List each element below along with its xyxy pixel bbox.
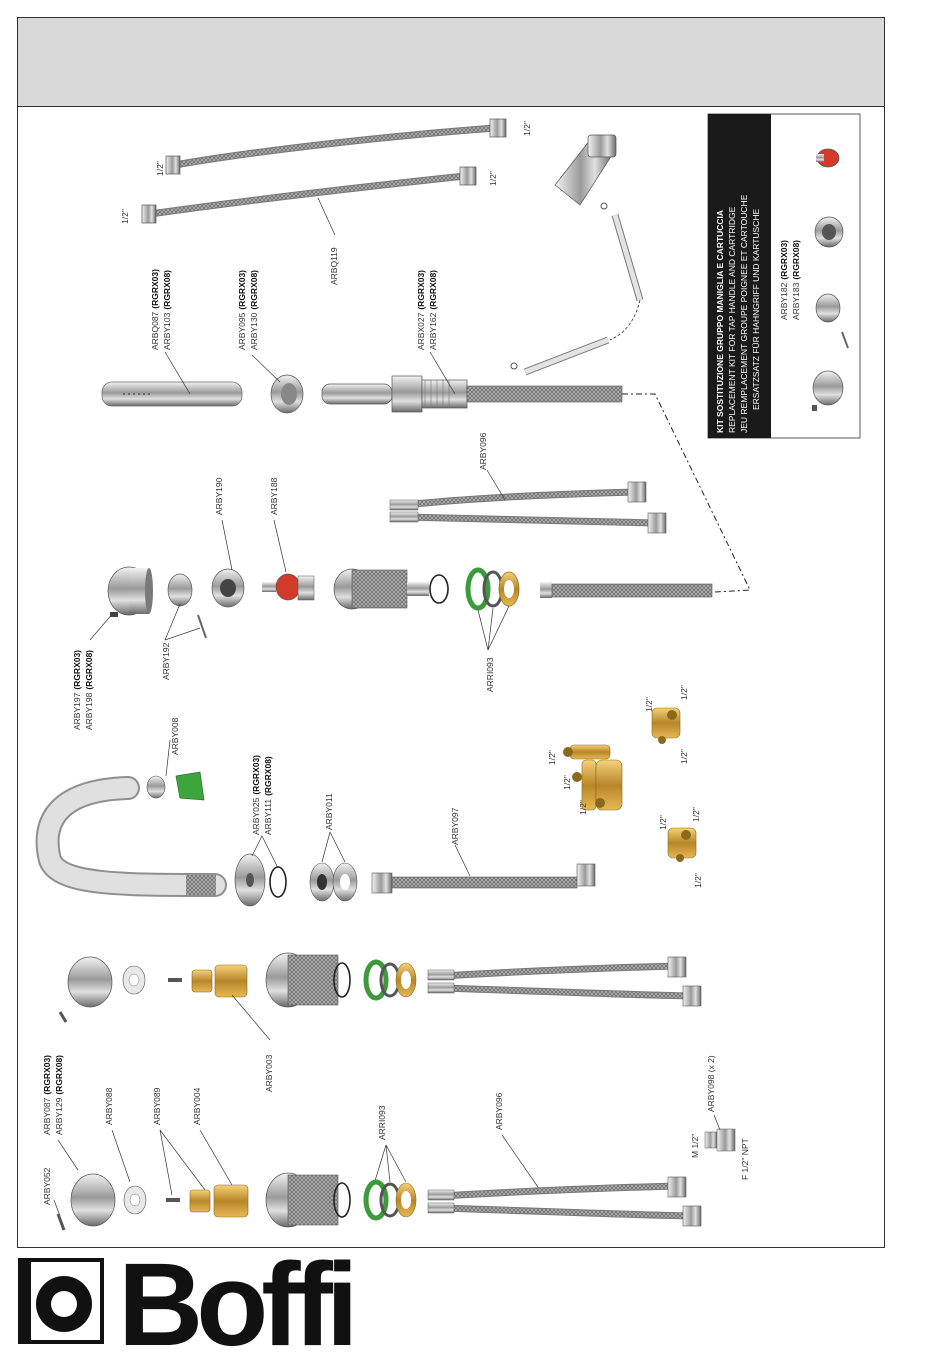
header-band <box>17 17 885 107</box>
valve-arby004 <box>166 1184 249 1218</box>
label-arby004: ARBY004 <box>192 1087 202 1125</box>
label-arby025: ARBY025(RGRX03) ARBY111(RGRX08) <box>251 755 273 835</box>
body-sleeve <box>333 568 449 610</box>
valve-arby003 <box>168 964 271 1041</box>
label-arby052: ARBY052 <box>42 1167 52 1205</box>
label-arby197: ARBY197(RGRX03) ARBY198(RGRX08) <box>72 611 115 730</box>
label-arby188: ARBY188 <box>269 477 279 515</box>
svg-text:ARBY130(RGRX08): ARBY130(RGRX08) <box>249 270 259 350</box>
label-arby095: ARBY095(RGRX03) ARBY130(RGRX08) <box>237 270 259 350</box>
label-arbq087: ARBQ087(RGRX03) ARBY103(RGRX08) <box>150 269 172 350</box>
half-inch-label: 1/2" <box>658 815 668 830</box>
kit-line-en: REPLACEMENT KIT FOR TAP HANDLE AND CARTR… <box>727 206 737 433</box>
label-arby192: ARBY192 <box>161 642 171 680</box>
kit-line-fr: JEU REMPLACEMENT GROUPE POIGNEE ET CARTO… <box>739 194 749 433</box>
half-inch-label: 1/2" <box>679 685 689 700</box>
svg-text:ARBY197(RGRX03): ARBY197(RGRX03) <box>72 650 82 730</box>
label-f-half-npt: F 1/2" NPT <box>740 1138 750 1180</box>
kit-title: KIT SOSTITUZIONE GRUPPO MANIGLIA E CARTU… <box>715 210 725 433</box>
boffi-logo-text: Boffi <box>118 1239 359 1371</box>
valve-body-row3 <box>265 952 417 1008</box>
aerator-arby008 <box>146 739 205 801</box>
kit-code-arby183: ARBY183(RGRX08) <box>791 240 801 320</box>
half-inch-label: 1/2" <box>679 749 689 764</box>
label-m-half: M 1/2" <box>690 1134 700 1158</box>
flex-hose-arbq119 <box>141 118 507 224</box>
label-arri093-top: ARRI093 <box>485 657 495 692</box>
half-inch-label: 1/2" <box>120 209 130 224</box>
nut-arby190 <box>211 519 245 608</box>
svg-text:ARBY087(RGRX03): ARBY087(RGRX03) <box>42 1055 52 1135</box>
svg-text:ARBY198(RGRX08): ARBY198(RGRX08) <box>84 650 94 730</box>
brass-fitting-tee-top <box>651 707 681 744</box>
label-arby089: ARBY089 <box>152 1087 162 1125</box>
label-arby003: ARBY003 <box>264 1054 274 1092</box>
svg-text:ARBQ087(RGRX03): ARBQ087(RGRX03) <box>150 269 160 350</box>
label-arby087: ARBY087(RGRX03) ARBY129(RGRX08) <box>42 1055 79 1171</box>
handle-knob-row4 <box>56 1173 147 1231</box>
flex-hose-row4 <box>427 1176 702 1227</box>
label-arbq119: ARBQ119 <box>329 247 339 285</box>
label-arby088: ARBY088 <box>104 1087 114 1125</box>
svg-text:ARBY129(RGRX08): ARBY129(RGRX08) <box>54 1055 64 1135</box>
svg-text:ARBY162(RGRX08): ARBY162(RGRX08) <box>428 270 438 350</box>
rosette-arby025 <box>234 835 287 907</box>
handle-arby197 <box>107 566 153 617</box>
brass-fitting-double <box>563 744 623 811</box>
label-arby008: ARBY008 <box>170 717 180 755</box>
nut-arby011 <box>309 831 358 902</box>
label-arby096-top: ARBY096 <box>478 432 488 470</box>
half-inch-label: 1/2" <box>644 697 654 712</box>
insert-arby192 <box>164 573 207 641</box>
handshower-arbq087 <box>101 351 243 407</box>
page-frame <box>17 17 885 1248</box>
boffi-logo-mark <box>18 1258 104 1344</box>
label-arby011: ARBY011 <box>324 793 334 830</box>
flex-hose-arby096-top <box>389 469 667 534</box>
adapter-arby098 <box>704 1114 736 1152</box>
half-inch-label: 1/2" <box>562 775 572 790</box>
kit-line-de: ERSATZSATZ FÜR HAHNGRIFF UND KARTUSCHE <box>751 208 761 410</box>
spout <box>35 776 227 897</box>
seal-set-arri093-top <box>465 567 520 651</box>
kit-box: KIT SOSTITUZIONE GRUPPO MANIGLIA E CARTU… <box>707 113 861 439</box>
half-inch-label: 1/2" <box>693 873 703 888</box>
handle-knob-row3 <box>58 956 146 1023</box>
hose-connector <box>510 134 644 376</box>
label-arbx027: ARBX027(RGRX03) ARBY162(RGRX08) <box>416 270 438 350</box>
half-inch-label: 1/2" <box>578 800 588 815</box>
label-arby098: ARBY098 (x 2) <box>706 1055 716 1112</box>
flex-hose-long <box>540 582 713 598</box>
label-arri093-bottom: ARRI093 <box>377 1105 387 1140</box>
label-arby096-bottom: ARBY096 <box>494 1092 504 1130</box>
half-inch-label: 1/2" <box>691 807 701 822</box>
cartridge-arby188 <box>262 519 315 601</box>
half-inch-label: 1/2" <box>547 750 557 765</box>
svg-text:ARBY103(RGRX08): ARBY103(RGRX08) <box>162 270 172 350</box>
svg-text:ARBX027(RGRX03): ARBX027(RGRX03) <box>416 270 426 350</box>
valve-body-row4 <box>265 1172 417 1228</box>
label-arby190: ARBY190 <box>214 477 224 515</box>
svg-text:ARBY025(RGRX03): ARBY025(RGRX03) <box>251 755 261 835</box>
brass-fitting-tee-bottom <box>667 827 697 862</box>
flex-hose-arby097 <box>371 844 596 894</box>
half-inch-label: 1/2" <box>155 161 165 176</box>
ring-arby095 <box>251 354 304 414</box>
half-inch-label: 1/2" <box>522 121 532 136</box>
svg-text:ARBY095(RGRX03): ARBY095(RGRX03) <box>237 270 247 350</box>
half-inch-label: 1/2" <box>488 171 498 186</box>
label-arby097: ARBY097 <box>450 807 460 845</box>
svg-text:ARBY111(RGRX08): ARBY111(RGRX08) <box>263 756 273 835</box>
flex-hose-row3 <box>427 956 702 1007</box>
dashed-connection-line <box>622 393 751 593</box>
wall-connector-arbx027 <box>321 351 623 413</box>
kit-code-arby182: ARBY182(RGRX03) <box>779 240 789 320</box>
